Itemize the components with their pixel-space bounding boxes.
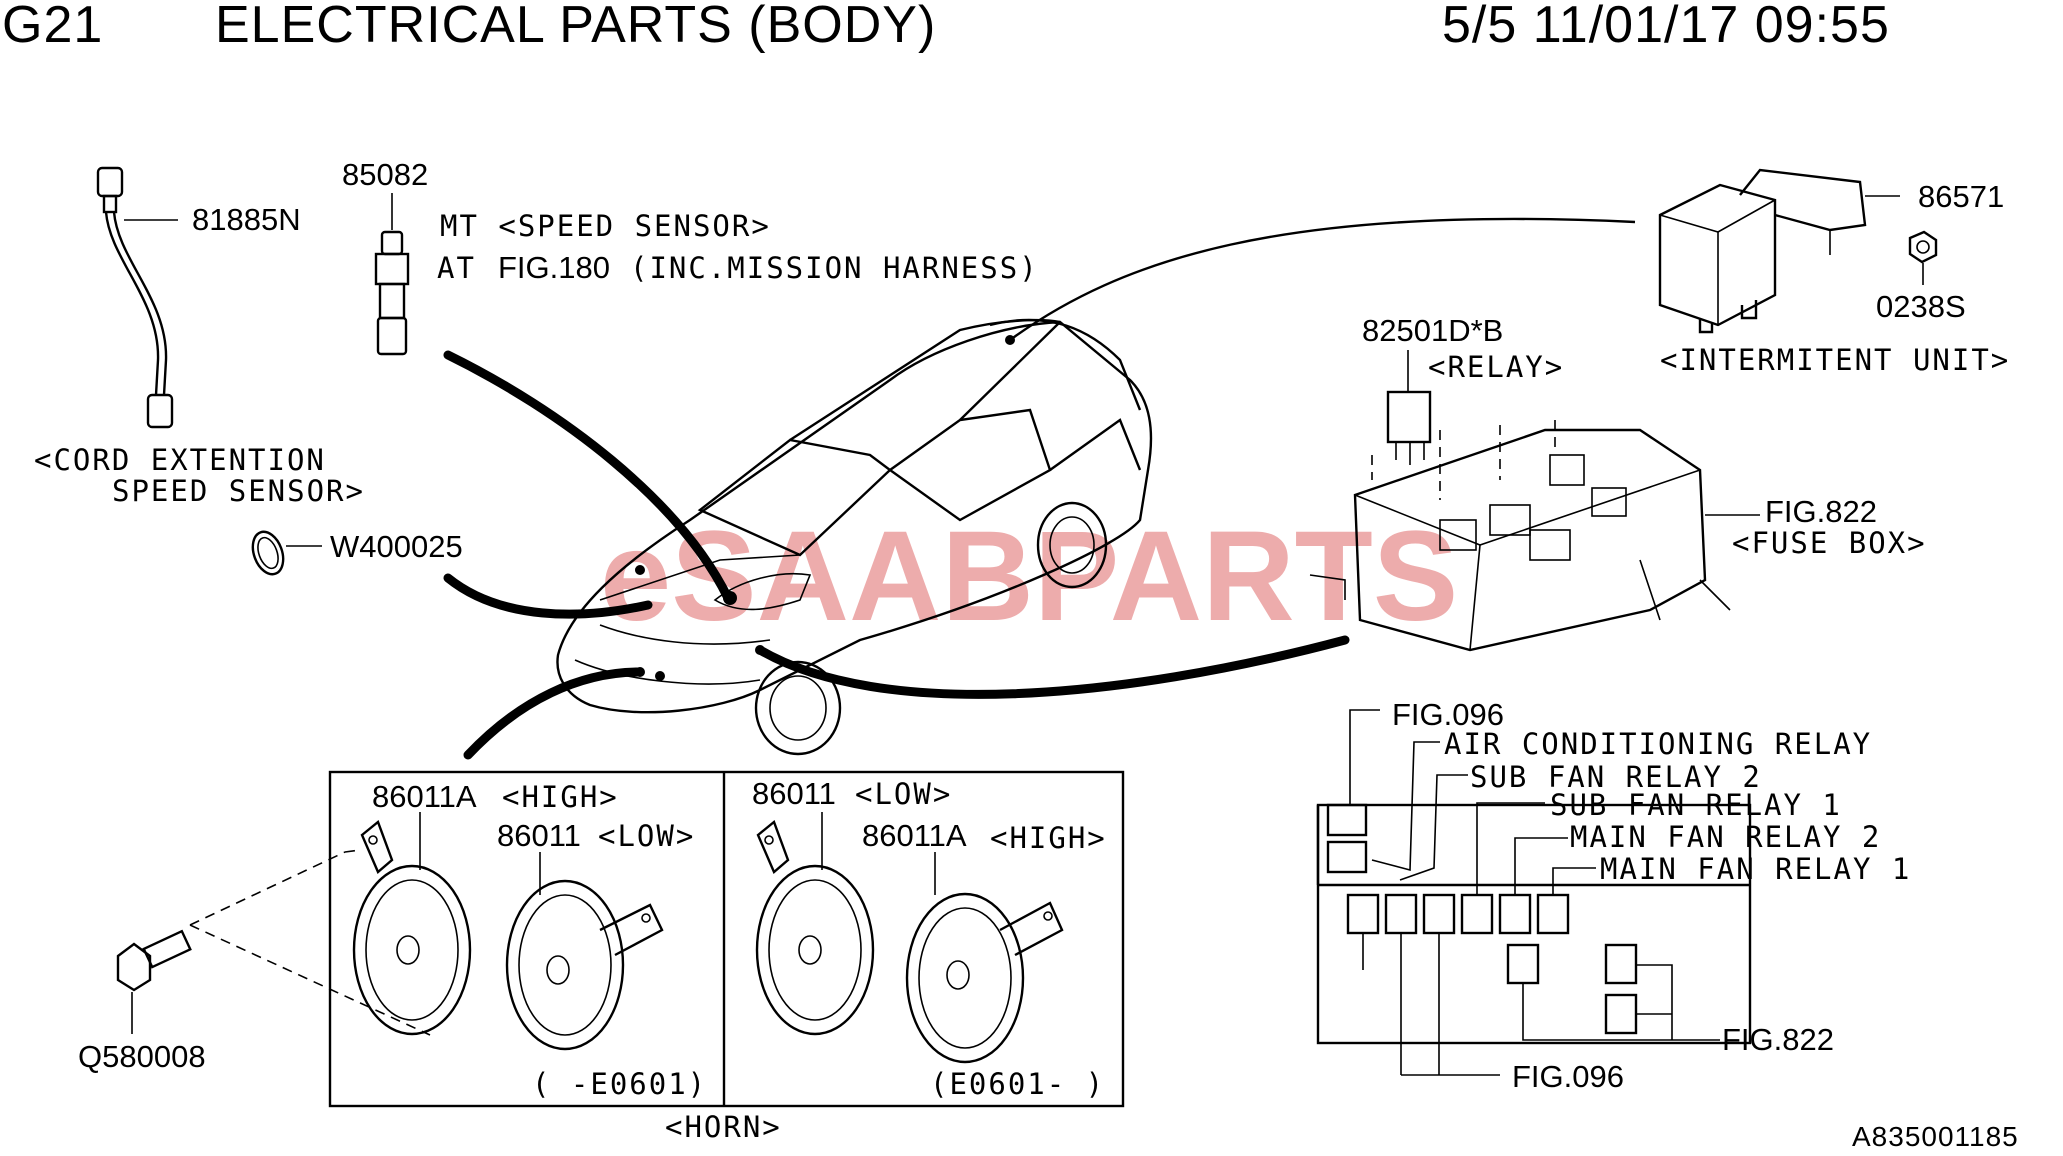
horn-left-part-a-label: <HIGH>	[502, 780, 619, 814]
horn-left-part-b: 86011	[497, 818, 581, 853]
speed-sensor-note-2-suffix: (INC.MISSION HARNESS)	[630, 251, 1039, 285]
fuse-box-caption: <FUSE BOX>	[1732, 526, 1927, 560]
horn-right-range: (E0601- )	[930, 1067, 1105, 1101]
relay-part-number: 82501D*B	[1362, 313, 1503, 348]
cord-extension-part[interactable]	[96, 166, 178, 429]
o-ring-part[interactable]	[247, 528, 288, 579]
relay-label-main-fan-1: MAIN FAN RELAY 1	[1600, 852, 1911, 886]
horn-right-part-b: 86011A	[862, 818, 967, 853]
horn-left-range: ( -E0601)	[532, 1067, 707, 1101]
fuse-box-fig-link[interactable]: FIG.822	[1765, 494, 1877, 529]
nut-part-number: 0238S	[1876, 289, 1966, 324]
cord-caption-1: <CORD EXTENTION	[34, 443, 326, 477]
page-title: ELECTRICAL PARTS (BODY)	[215, 0, 936, 54]
nut-part[interactable]	[1908, 230, 1938, 264]
intermittent-caption: <INTERMITENT UNIT>	[1660, 343, 2010, 377]
speed-sensor-part[interactable]	[374, 230, 410, 356]
horn-left-part-b-label: <LOW>	[598, 819, 695, 853]
vehicle-illustration	[556, 318, 1153, 756]
group-code: G21	[2, 0, 103, 54]
horn-right-part-a-label: <LOW>	[855, 777, 952, 811]
bolt-part[interactable]	[116, 929, 192, 992]
relay-label-ac: AIR CONDITIONING RELAY	[1444, 727, 1872, 761]
relay-caption: <RELAY>	[1428, 350, 1564, 384]
speed-sensor-part-number: 85082	[342, 157, 428, 192]
relay-label-sub-fan-2: SUB FAN RELAY 2	[1470, 760, 1762, 794]
horn-low-right[interactable]	[755, 820, 875, 1036]
intermittent-part-number: 86571	[1918, 179, 2004, 214]
horn-high-left[interactable]	[352, 820, 472, 1036]
diagram-reference: A835001185	[1852, 1121, 2019, 1151]
horn-right-part-a: 86011	[752, 776, 836, 811]
o-ring-part-number: W400025	[330, 529, 463, 564]
relay-label-sub-fan-1: SUB FAN RELAY 1	[1550, 788, 1842, 822]
horn-left-part-a: 86011A	[372, 779, 477, 814]
cord-caption-2: SPEED SENSOR>	[112, 474, 365, 508]
watermark: eSAABPARTS	[600, 505, 1458, 648]
relay-layout-fig-right[interactable]: FIG.822	[1722, 1022, 1834, 1057]
horn-panel	[328, 770, 1125, 1108]
relay-layout-fig-top[interactable]: FIG.096	[1392, 697, 1504, 732]
intermittent-unit-part[interactable]	[1658, 168, 1867, 334]
speed-sensor-fig-link[interactable]: FIG.180	[498, 250, 610, 285]
page-date: 5/5 11/01/17 09:55	[1442, 0, 1890, 54]
cord-part-number: 81885N	[192, 202, 301, 237]
horn-caption: <HORN>	[665, 1110, 782, 1144]
horn-low-left[interactable]	[505, 879, 664, 1051]
speed-sensor-note-2-prefix: AT	[437, 251, 476, 285]
speed-sensor-note-1: MT <SPEED SENSOR>	[440, 209, 771, 243]
horn-right-part-b-label: <HIGH>	[990, 821, 1107, 855]
horn-high-right[interactable]	[905, 892, 1064, 1064]
fuse-box-part[interactable]	[1309, 420, 1731, 652]
relay-label-main-fan-2: MAIN FAN RELAY 2	[1570, 820, 1881, 854]
relay-layout-schematic	[1316, 709, 1752, 1076]
bolt-part-number: Q580008	[78, 1039, 206, 1074]
relay-layout-fig-bottom[interactable]: FIG.096	[1512, 1059, 1624, 1094]
relay-part[interactable]	[1386, 390, 1432, 465]
